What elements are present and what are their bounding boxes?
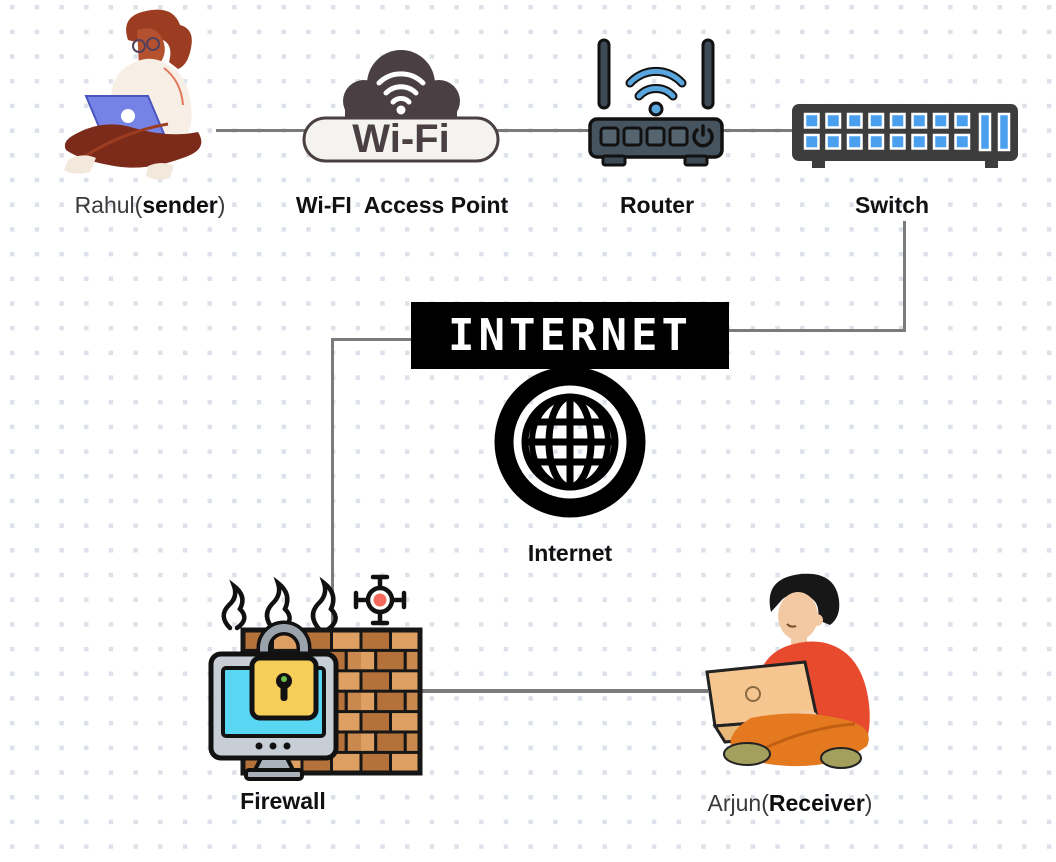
flames	[221, 576, 338, 633]
edge-switch-internet-vertical	[903, 221, 906, 332]
router-icon	[586, 34, 726, 174]
sender-label: Rahul(sender)	[74, 192, 226, 218]
sender-face	[137, 28, 165, 69]
edge-accesspoint-router	[497, 129, 592, 132]
sender-legs	[64, 124, 202, 168]
sender-person-illustration	[50, 6, 225, 188]
edge-firewall-receiver	[420, 689, 708, 693]
globe-icon	[494, 366, 646, 518]
router-label: Router	[619, 192, 695, 218]
internet-banner: INTERNET	[411, 302, 729, 369]
edge-switch-internet-horizontal	[729, 329, 906, 332]
edge-internet-firewall-vertical	[331, 338, 334, 628]
receiver-label: Arjun(Receiver)	[707, 790, 873, 816]
switch-icon	[792, 104, 1018, 172]
wifi-cloud-icon: Wi-Fi	[300, 38, 502, 164]
edge-sender-accesspoint	[216, 129, 308, 132]
receiver-person-illustration	[655, 566, 895, 788]
sender-hair	[126, 9, 192, 69]
firewall-label: Firewall	[240, 788, 326, 814]
internet-label: Internet	[527, 540, 613, 566]
receiver-face	[778, 592, 818, 640]
switch-label: Switch	[854, 192, 930, 218]
wifi-badge-text: Wi-Fi	[352, 117, 449, 161]
edge-router-switch	[722, 129, 796, 132]
receiver-hair	[769, 573, 840, 625]
firewall-icon	[208, 568, 423, 790]
access-point-label: Wi-FI Access Point	[295, 192, 509, 218]
edge-internet-firewall-horizontal	[332, 338, 412, 341]
